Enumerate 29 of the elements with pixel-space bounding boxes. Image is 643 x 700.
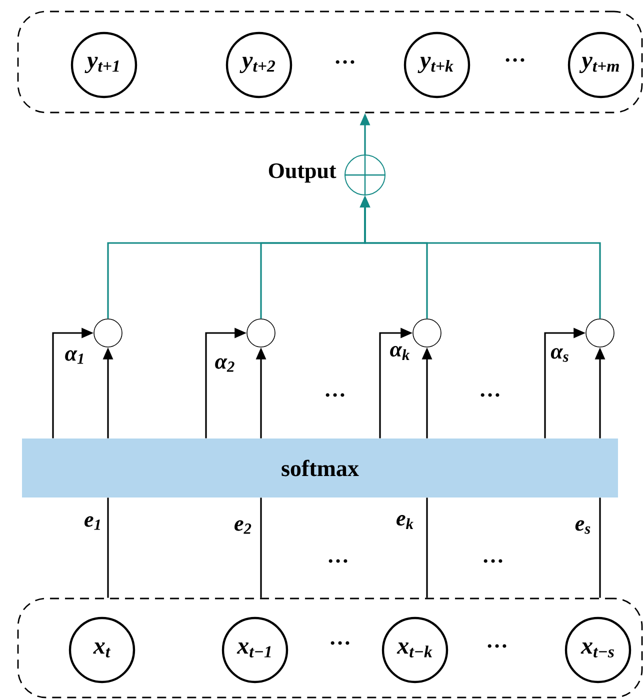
softmax-bar: softmax <box>22 438 618 498</box>
edge-label: e$_{1}$ <box>84 516 100 530</box>
edge-label: e$_{s}$ <box>575 520 590 534</box>
multiply-circle <box>246 318 276 348</box>
dashed-group-box <box>17 598 643 698</box>
edge-label: e$_{k}$ <box>396 515 414 529</box>
output-label: Output <box>268 163 336 183</box>
multiply-circle <box>412 318 442 348</box>
connector-line <box>260 498 262 598</box>
edge-label: e$_{2}$ <box>234 520 252 534</box>
sum-circle <box>344 154 386 196</box>
edge-label: α$_{1}$ <box>65 350 84 364</box>
ellipsis: … <box>484 559 502 563</box>
multiply-circle <box>586 318 614 348</box>
connector-line <box>426 498 428 598</box>
edge-label: α$_{s}$ <box>550 348 568 362</box>
ellipsis: … <box>336 60 354 64</box>
ellipsis: … <box>328 559 348 563</box>
dashed-group-box <box>17 10 643 114</box>
ellipsis: … <box>488 644 506 648</box>
edge-label: α$_{k}$ <box>390 346 410 360</box>
connector-line <box>107 498 109 598</box>
connector-line <box>599 498 601 598</box>
ellipsis: … <box>506 58 524 62</box>
ellipsis: … <box>326 393 344 397</box>
multiply-circle <box>94 318 122 348</box>
ellipsis: … <box>480 393 500 397</box>
edge-label: α$_{2}$ <box>215 358 234 372</box>
ellipsis: … <box>330 641 350 645</box>
